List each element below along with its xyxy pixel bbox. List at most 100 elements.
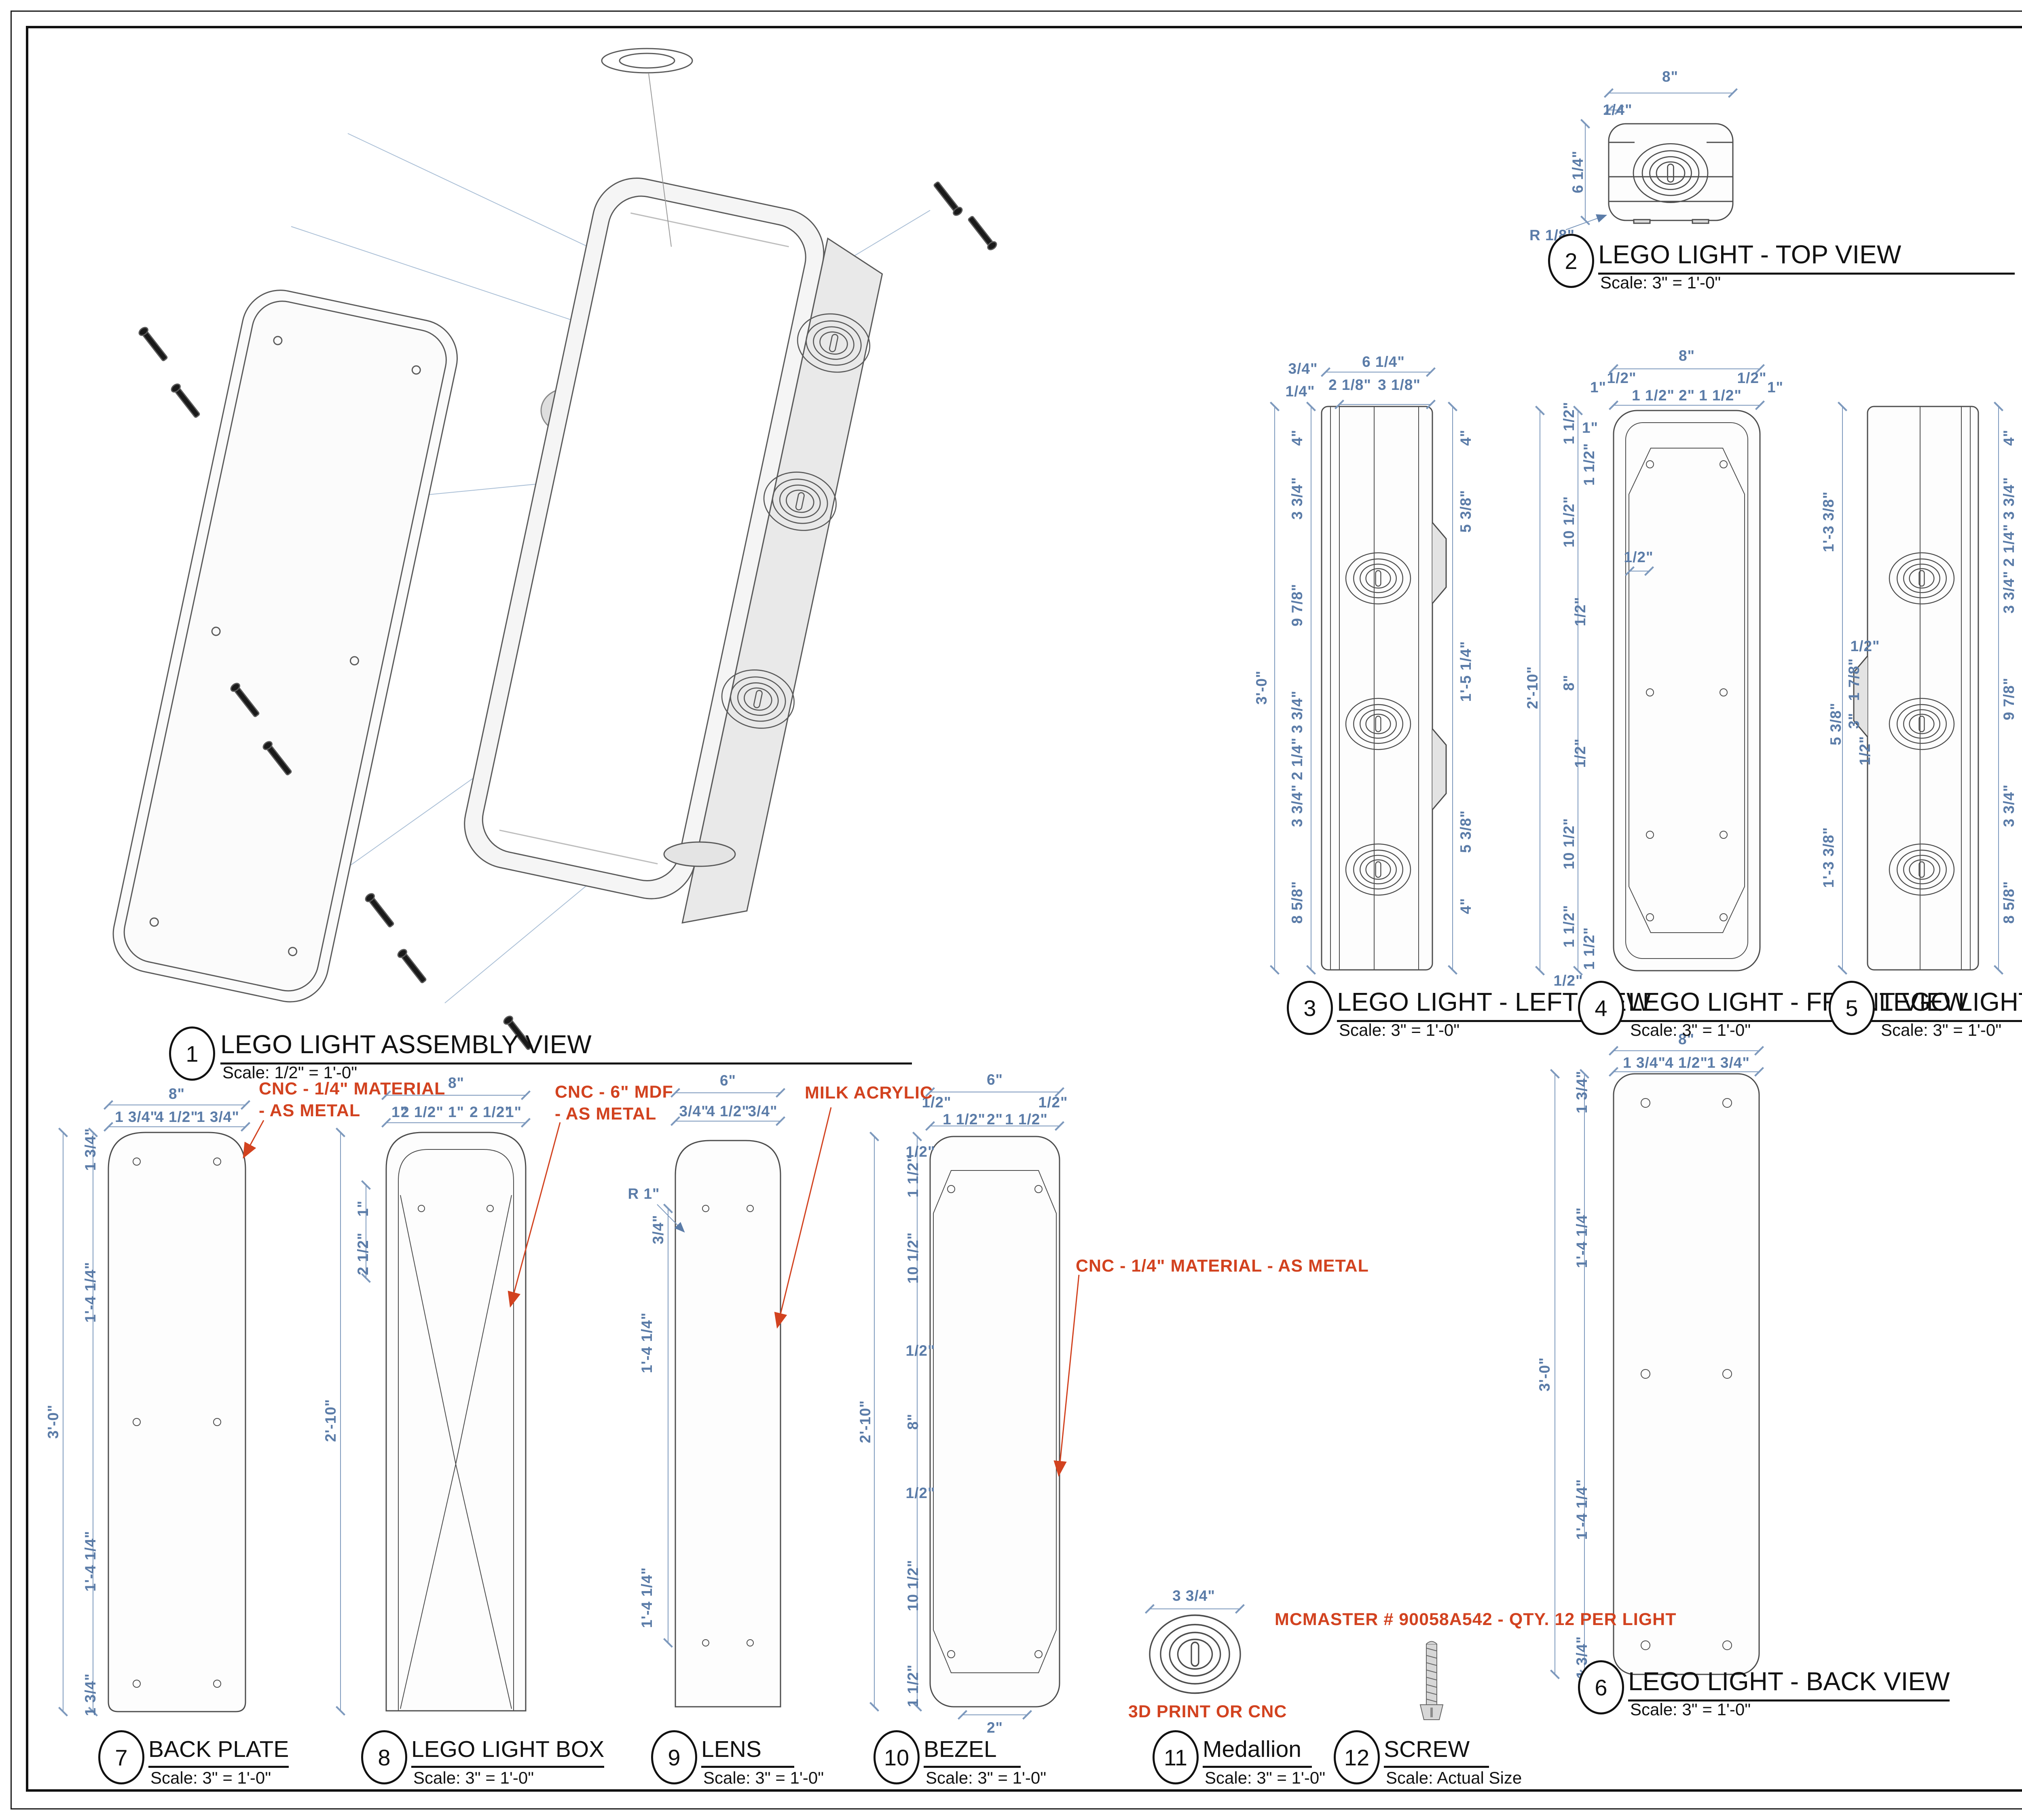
dim-label: 1/2": [1572, 738, 1588, 768]
dim-label: 1'-4 1/4": [82, 1261, 99, 1323]
screw-drawing: [1419, 1641, 1444, 1720]
callout-number-bubble: 7: [98, 1730, 144, 1784]
dim-label: 3'-0": [1253, 670, 1270, 705]
dim-label: 3'-0": [1536, 1357, 1553, 1392]
dim-label: 3 1/8": [1378, 377, 1421, 393]
dim-label: 1 3/4": [197, 1109, 239, 1125]
dim-label: 4": [1289, 429, 1305, 446]
dim-label: 1 3/4": [115, 1109, 158, 1125]
dim-label: 1/2": [1857, 736, 1873, 766]
dim-label: 6 1/4": [1569, 150, 1586, 193]
dim-label: 3 3/4": [2001, 784, 2017, 827]
lightbox-material-note-line1: CNC - 6" MDF: [555, 1082, 673, 1102]
dim-label: 2'-10": [1524, 666, 1541, 709]
dim-label: 1/2": [1038, 1094, 1068, 1111]
dim-label: 1/2": [905, 1143, 935, 1160]
view-title: LEGO LIGHT - FRONT VIEW: [1628, 987, 1968, 1022]
dim-label: 4 1/2": [155, 1109, 198, 1125]
view-scale: Scale: Actual Size: [1386, 1768, 1522, 1787]
dim-label: 2 1/8": [1328, 377, 1371, 393]
dim-label: 2 1/2": [401, 1104, 444, 1120]
dim-label: 4 1/2": [706, 1103, 749, 1120]
dim-label: 8": [1561, 674, 1577, 691]
dim-label: 1 7/8": [1846, 658, 1862, 701]
dim-label: 8 5/8": [1289, 881, 1305, 924]
view-scale: Scale: 3" = 1'-0": [150, 1768, 271, 1787]
dim-label: 1/2": [905, 1342, 935, 1359]
dim-label: 8 5/8": [2001, 881, 2017, 924]
dim-label: 2'-10": [322, 1399, 339, 1442]
dim-label: 1/2": [1624, 549, 1654, 565]
top-view-drawing: [1565, 88, 1738, 230]
dim-label: 1 1/2": [1581, 443, 1597, 486]
dim-label: 1 3/4": [1574, 1071, 1590, 1113]
callout-number-bubble: 11: [1153, 1730, 1199, 1784]
view-scale: Scale: 1/2" = 1'-0": [222, 1063, 357, 1082]
dim-label: 6": [719, 1072, 736, 1089]
callout-number-bubble: 2: [1548, 234, 1594, 288]
dim-label: 1": [505, 1104, 522, 1120]
bezel-material-note: CNC - 1/4" MATERIAL - AS METAL: [1076, 1256, 1369, 1276]
view-title: LEGO LIGHT - TOP VIEW: [1598, 239, 2015, 275]
dim-label: 1 1/2": [905, 1664, 921, 1707]
dim-label: 3/4": [1288, 360, 1318, 377]
dim-label: 5 3/8": [1827, 703, 1844, 745]
callout-number-bubble: 6: [1578, 1660, 1624, 1714]
dim-label: 1 1/2": [1561, 402, 1577, 444]
view-title: BEZEL: [924, 1736, 1021, 1768]
dim-label: 4": [1457, 429, 1474, 446]
dim-label: 5 3/8": [1457, 490, 1474, 533]
callout-number-bubble: 1: [169, 1026, 215, 1081]
screw-part-number-note: MCMASTER # 90058A542 - QTY. 12 PER LIGHT: [1275, 1610, 1677, 1629]
view-scale: Scale: 3" = 1'-0": [1339, 1020, 1460, 1039]
dim-label: 3/4": [748, 1103, 778, 1120]
callout-number-bubble: 8: [361, 1730, 407, 1784]
dim-label: 2 1/2": [355, 1232, 371, 1275]
dim-label: 1 1/2": [905, 1155, 921, 1198]
lens-drawing: [657, 1088, 832, 1708]
dim-label: 1'-4 1/4": [82, 1530, 99, 1592]
view-scale: Scale: 3" = 1'-0": [413, 1768, 534, 1787]
view-scale: Scale: 3" = 1'-0": [1600, 273, 1721, 292]
view-title: SCREW: [1384, 1736, 1489, 1768]
dim-label: 8": [905, 1413, 921, 1430]
view-title: LEGO LIGHT BOX: [411, 1736, 605, 1768]
dim-label: 9 7/8": [1289, 584, 1305, 626]
dim-label: 10 1/2": [1561, 818, 1577, 870]
dim-label: 3 3/4": [1289, 477, 1305, 520]
callout-number-bubble: 4: [1578, 981, 1624, 1035]
medallion-fabrication-note: 3D PRINT OR CNC: [1128, 1702, 1287, 1721]
dim-label: 9 7/8": [2001, 677, 2017, 720]
dim-label: 8": [448, 1075, 465, 1091]
dim-label: 1'-3 3/8": [1820, 827, 1837, 888]
dim-label: 8": [1678, 1031, 1695, 1048]
dim-label: 3 3/4": [1289, 690, 1305, 733]
back-plate-drawing: [58, 1100, 264, 1717]
callout-number-bubble: 9: [651, 1730, 697, 1784]
view-scale: Scale: 3" = 1'-0": [1630, 1020, 1751, 1039]
dim-label: 1 1/2": [1581, 927, 1597, 970]
sheet-inner-border: [26, 26, 2022, 1792]
view-title: LEGO LIGHT - BACK VIEW: [1628, 1666, 1950, 1701]
dim-label: 2 1/2": [470, 1104, 512, 1120]
dim-label: 1/4": [1603, 102, 1633, 118]
dim-label: 2 1/4": [1289, 737, 1305, 780]
dim-label: 6 1/4": [1362, 353, 1405, 370]
bezel-drawing: [869, 1087, 1080, 1720]
dim-label: 1 3/4": [82, 1128, 99, 1171]
medallion-drawing: [1144, 1604, 1245, 1694]
left-view-drawing: [1269, 367, 1458, 975]
dim-label: 1/2": [1850, 638, 1880, 654]
dim-label: 1 1/2": [943, 1111, 986, 1128]
dim-label: 1/2": [905, 1485, 935, 1501]
callout-number-bubble: 12: [1334, 1730, 1380, 1784]
dim-label: 1": [1767, 379, 1784, 396]
dim-label: 1": [1582, 419, 1599, 436]
dim-label: 8": [168, 1086, 185, 1102]
dim-label: 3 3/4": [1289, 784, 1305, 827]
dim-label: 1'-3 3/8": [1820, 491, 1837, 552]
dim-label: 1'-4 1/4": [639, 1312, 655, 1373]
dim-label: 10 1/2": [905, 1560, 921, 1611]
back-view-drawing: [1550, 1045, 1764, 1680]
